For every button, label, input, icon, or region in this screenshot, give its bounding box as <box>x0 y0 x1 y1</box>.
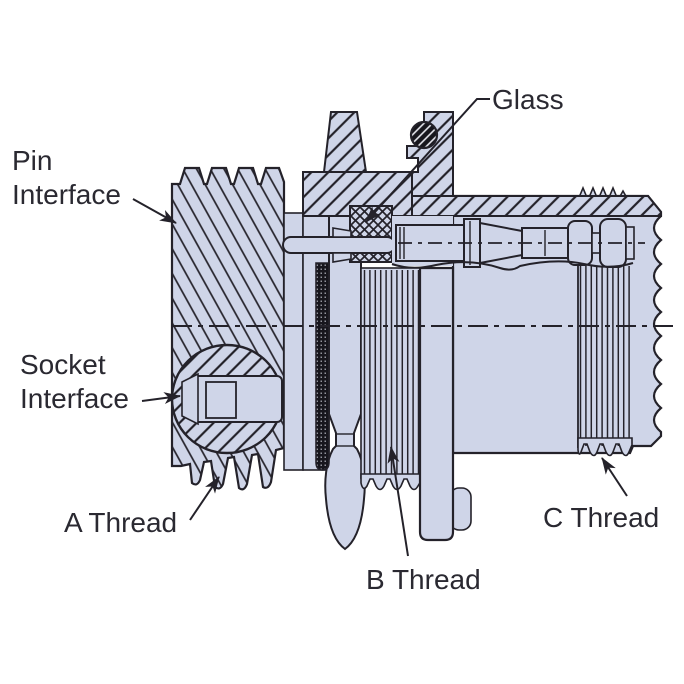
b-thread-lines <box>363 270 419 476</box>
flange-section <box>302 111 662 217</box>
label-b-thread: B Thread <box>366 564 481 595</box>
socket-keyway <box>181 372 199 426</box>
c-thread-lines <box>578 266 632 446</box>
leader-socket-interface <box>141 392 181 405</box>
socket-inner-step <box>205 381 237 419</box>
pin-clip-bottom <box>332 252 352 263</box>
leader-b-thread <box>387 446 409 557</box>
flange-plate <box>418 266 455 542</box>
leader-a-thread <box>189 476 220 521</box>
socket-contact-assembly <box>391 216 645 271</box>
c-thread-crests <box>577 437 633 457</box>
leader-pin-interface <box>132 198 177 224</box>
section-break-line <box>391 260 634 271</box>
label-a-thread: A Thread <box>64 507 177 538</box>
callouts: Pin Interface Glass Socket Interface A T… <box>12 84 659 595</box>
label-c-thread: C Thread <box>543 502 659 533</box>
glass-seal-and-pin <box>282 205 396 263</box>
label-pin-interface-line2: Interface <box>12 179 121 210</box>
polarizing-key-lug <box>322 111 368 173</box>
spindle-waist-collar <box>335 433 355 447</box>
leader-c-thread <box>601 457 628 497</box>
socket-interface-feature <box>170 343 284 455</box>
label-socket-interface-line1: Socket <box>20 349 106 380</box>
coupling-mid-section <box>283 212 366 551</box>
leader-glass <box>365 98 490 223</box>
label-glass: Glass <box>492 84 564 115</box>
o-ring <box>409 120 439 150</box>
label-socket-interface-line2: Interface <box>20 383 129 414</box>
interfacial-seal-strip <box>315 262 330 471</box>
jackpost-spindle <box>324 215 366 551</box>
b-thread-crests <box>360 473 422 491</box>
label-pin-interface-line1: Pin <box>12 145 52 176</box>
pin-contact <box>282 236 396 254</box>
shell-wall-band-section <box>411 195 662 217</box>
b-thread-section <box>360 267 422 491</box>
pin-clip-top <box>332 227 352 238</box>
mounting-plate <box>418 266 455 542</box>
